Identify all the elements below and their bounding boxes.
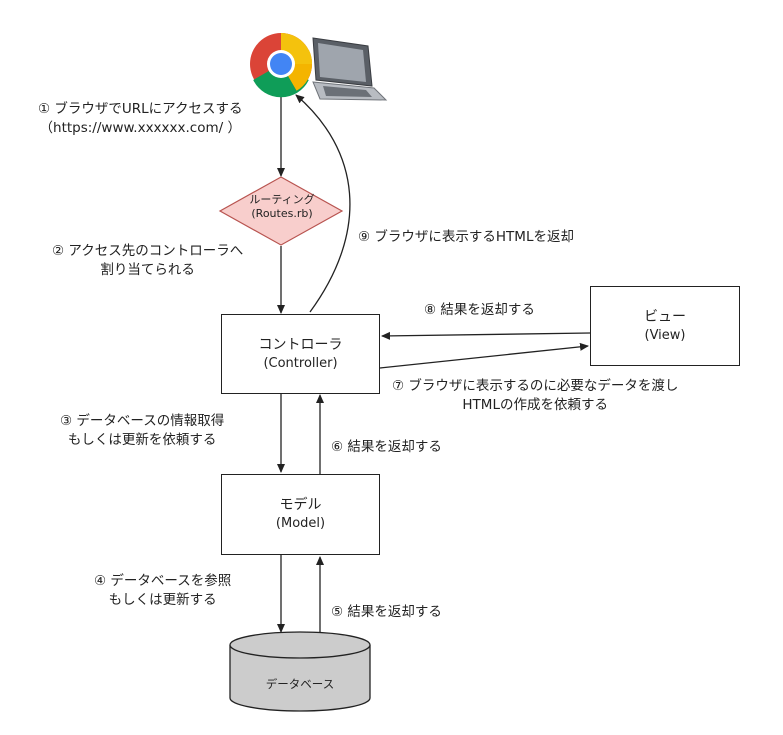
model-box: モデル (Model) bbox=[221, 474, 380, 555]
routing-label: ルーティング (Routes.rb) bbox=[222, 193, 342, 221]
chrome-browser-icon bbox=[250, 33, 313, 98]
arrow-controller-to-view bbox=[379, 342, 589, 369]
step2-label: ② アクセス先のコントローラへ 割り当てられる bbox=[52, 242, 243, 280]
step9-label: ⑨ ブラウザに表示するHTMLを返却 bbox=[358, 229, 574, 245]
step3-label: ③ データベースの情報取得 もしくは更新を依頼する bbox=[60, 412, 224, 450]
database-label: データベース bbox=[265, 677, 335, 691]
routing-sub: (Routes.rb) bbox=[251, 207, 313, 220]
view-box: ビュー (View) bbox=[590, 286, 740, 366]
step3-line1: ③ データベースの情報取得 bbox=[60, 413, 225, 429]
controller-title: コントローラ bbox=[258, 336, 343, 353]
step1-line2: （https://www.xxxxxx.com/ ） bbox=[39, 120, 241, 136]
database-cylinder bbox=[229, 631, 371, 712]
step4-label: ④ データベースを参照 もしくは更新する bbox=[94, 572, 231, 610]
arrow-controller-to-browser bbox=[295, 94, 351, 313]
step4-line1: ④ データベースを参照 bbox=[94, 573, 232, 589]
view-title: ビュー bbox=[644, 308, 686, 325]
routing-title: ルーティング bbox=[249, 193, 315, 206]
view-sub: (View) bbox=[644, 327, 686, 343]
step7-line2: HTMLの作成を依頼する bbox=[462, 397, 608, 413]
step2-line2: 割り当てられる bbox=[100, 262, 195, 278]
routing-diamond bbox=[218, 176, 344, 246]
controller-sub: (Controller) bbox=[263, 355, 338, 371]
model-title: モデル bbox=[279, 497, 322, 514]
arrow-view-to-controller bbox=[381, 331, 591, 340]
step5-label: ⑤ 結果を返却する bbox=[331, 604, 442, 620]
step4-line2: もしくは更新する bbox=[108, 592, 217, 608]
step8-label: ⑧ 結果を返却する bbox=[424, 302, 535, 318]
step7-line1: ⑦ ブラウザに表示するのに必要なデータを渡し bbox=[392, 378, 679, 394]
laptop-icon bbox=[312, 37, 388, 101]
step7-label: ⑦ ブラウザに表示するのに必要なデータを渡し HTMLの作成を依頼する bbox=[392, 377, 678, 415]
step1-line1: ① ブラウザでURLにアクセスする bbox=[38, 101, 243, 117]
controller-box: コントローラ (Controller) bbox=[221, 314, 380, 394]
step1-label: ① ブラウザでURLにアクセスする （https://www.xxxxxx.co… bbox=[38, 100, 243, 138]
step2-line1: ② アクセス先のコントローラへ bbox=[52, 243, 244, 259]
step3-line2: もしくは更新を依頼する bbox=[67, 432, 217, 448]
step6-label: ⑥ 結果を返却する bbox=[331, 439, 442, 455]
model-sub: (Model) bbox=[275, 516, 326, 532]
